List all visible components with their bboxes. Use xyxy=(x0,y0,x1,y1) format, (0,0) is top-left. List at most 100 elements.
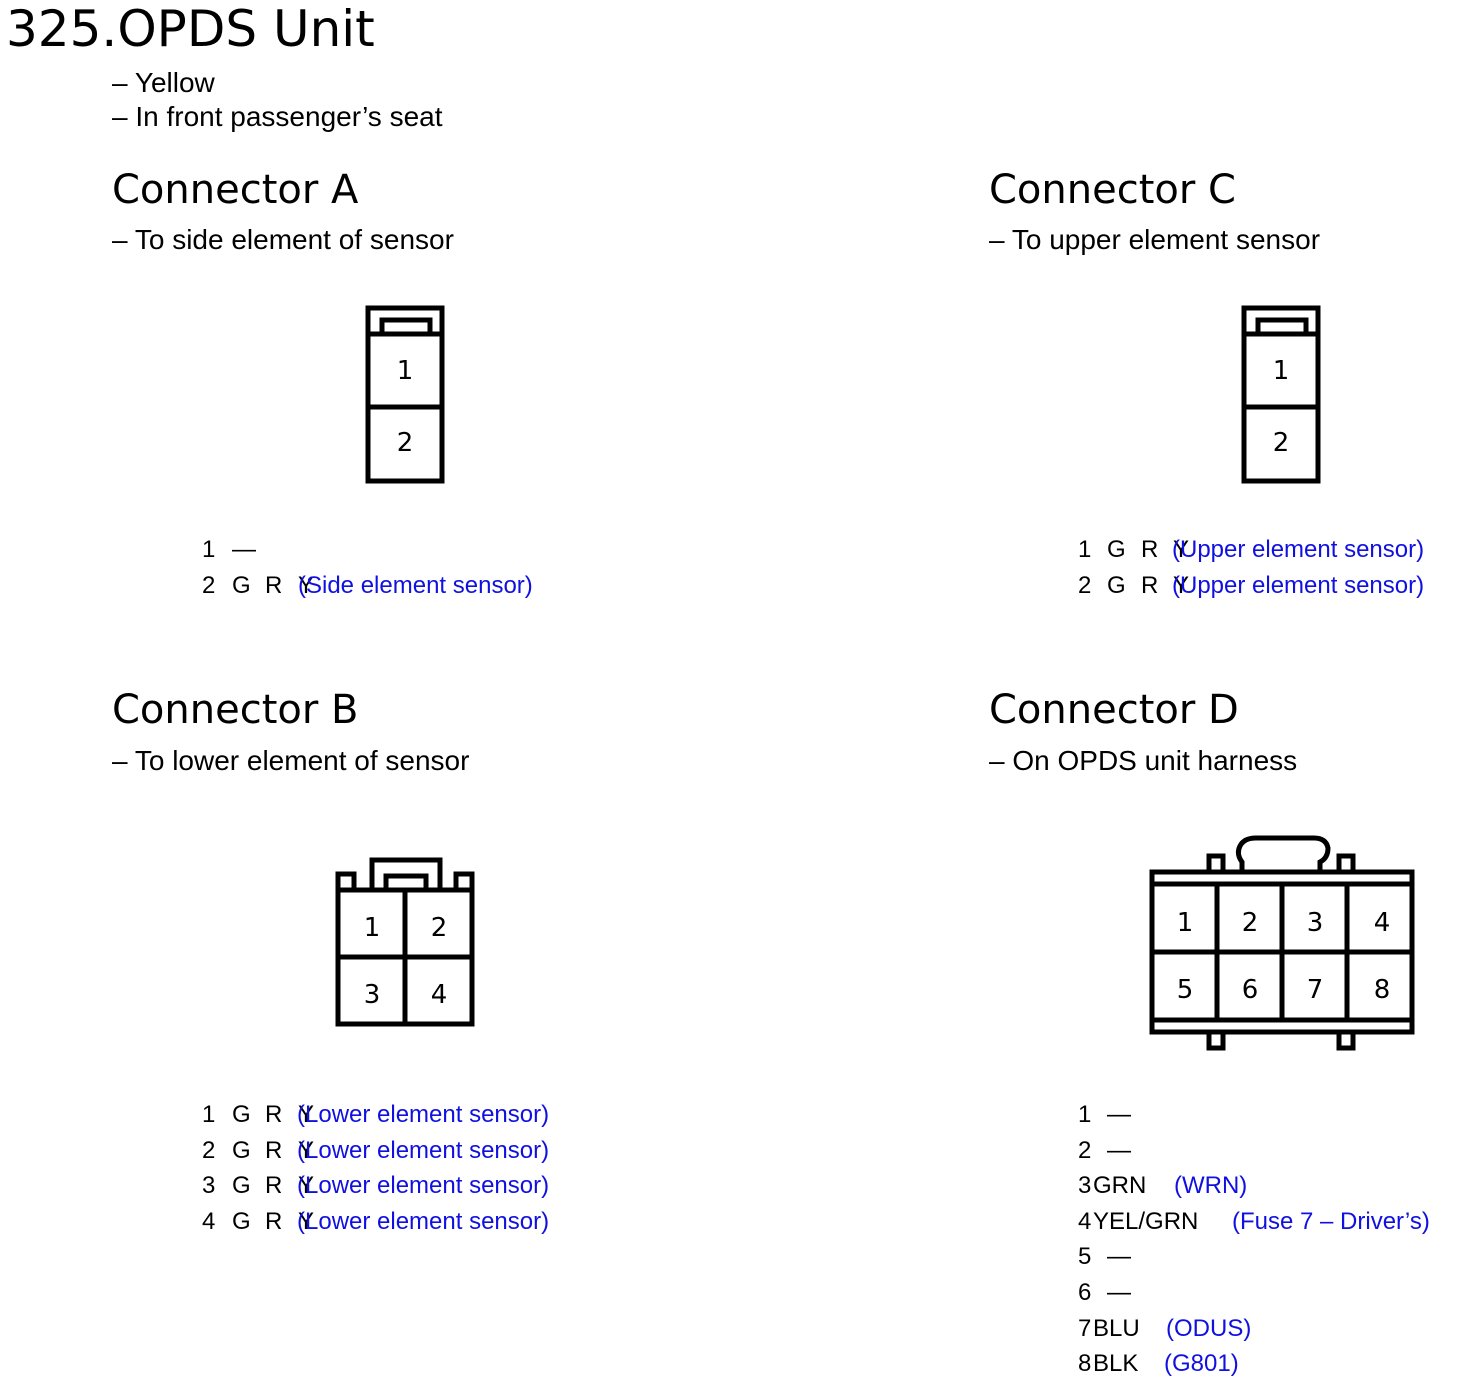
pin-wire: Y xyxy=(298,571,315,599)
connector-b-desc: – To lower element of sensor xyxy=(112,745,470,776)
pin-number: 2 xyxy=(202,571,216,599)
cavity-label: 2 xyxy=(431,913,448,943)
connector-d-desc: – On OPDS unit harness xyxy=(989,745,1298,776)
pin-number: 2 xyxy=(1078,1136,1092,1164)
connector-d-pin-list: 1 — 2 — 3 GRN (WRN) 4 YEL/GRN (Fuse 7 – … xyxy=(1078,1097,1456,1382)
pin-wire: BLK xyxy=(1093,1350,1139,1378)
pin-note: (Lower element sensor) xyxy=(297,1172,550,1200)
connector-c-diagram: 1 2 xyxy=(1241,305,1321,484)
cavity-label: 1 xyxy=(364,913,381,943)
pin-row: 4 YEL/GRN (Fuse 7 – Driver’s) xyxy=(1078,1204,1456,1240)
cavity-label: 4 xyxy=(1374,908,1391,938)
pin-note: (WRN) xyxy=(1174,1172,1248,1200)
pin-wire: Y xyxy=(298,1207,315,1235)
connector-d-diagram: 1 2 3 4 5 6 7 8 xyxy=(1149,835,1415,1051)
pin-number: 3 xyxy=(202,1172,216,1200)
pin-wire: — xyxy=(1107,1136,1131,1164)
pin-row: 3 G R Y (Lower element sensor) xyxy=(202,1168,622,1204)
pin-wire: G xyxy=(1107,536,1126,563)
pin-wire: Y xyxy=(298,1172,315,1200)
pin-wire: R xyxy=(265,1207,283,1235)
pin-row: 2 G R Y (Lower element sensor) xyxy=(202,1133,622,1169)
connector-b-pin-list: 1 G R Y (Lower element sensor) 2 G R Y (… xyxy=(202,1097,622,1239)
page-title: 325.OPDS Unit xyxy=(6,0,375,58)
pin-number: 3 xyxy=(1078,1172,1092,1200)
pin-wire: G xyxy=(232,571,251,599)
pin-number: 4 xyxy=(1078,1207,1092,1235)
cavity-label: 2 xyxy=(397,428,414,458)
pin-number: 1 xyxy=(1078,1101,1092,1128)
pin-row: 8 BLK (G801) xyxy=(1078,1346,1456,1382)
pin-row: 2 G R Y (Upper element sensor) xyxy=(1078,568,1456,604)
pin-number: 8 xyxy=(1078,1350,1092,1378)
cavity-label: 1 xyxy=(1273,356,1290,386)
pin-wire: — xyxy=(1107,1278,1131,1306)
cavity-label: 7 xyxy=(1307,975,1324,1005)
pin-row: 6 — xyxy=(1078,1275,1456,1311)
pin-row: 1 G R Y (Upper element sensor) xyxy=(1078,532,1456,568)
pin-number: 4 xyxy=(202,1207,216,1235)
pin-wire: — xyxy=(1107,1101,1131,1128)
pin-wire: R xyxy=(1141,536,1159,563)
connector-c-title: Connector C xyxy=(989,167,1236,213)
pin-wire: G xyxy=(232,1172,251,1200)
connector-a-title: Connector A xyxy=(112,167,359,213)
pin-note: (ODUS) xyxy=(1166,1314,1252,1342)
pin-wire: Y xyxy=(298,1101,315,1128)
cavity-label: 1 xyxy=(397,356,414,386)
pin-row: 1 — xyxy=(202,532,622,568)
connector-d-title: Connector D xyxy=(989,687,1239,733)
pin-row: 3 GRN (WRN) xyxy=(1078,1168,1456,1204)
pin-number: 2 xyxy=(202,1136,216,1164)
cavity-label: 2 xyxy=(1242,908,1259,938)
pin-row: 2 — xyxy=(1078,1133,1456,1169)
pin-note: (Lower element sensor) xyxy=(297,1207,550,1235)
pin-row: 2 G R Y (Side element sensor) xyxy=(202,568,622,604)
pin-wire: YEL/GRN xyxy=(1093,1207,1199,1235)
pin-note: (Fuse 7 – Driver’s) xyxy=(1232,1207,1430,1235)
cavity-label: 4 xyxy=(431,980,448,1010)
pin-wire: R xyxy=(265,1172,283,1200)
pin-wire: G xyxy=(232,1101,251,1128)
cavity-label: 1 xyxy=(1177,908,1194,938)
cavity-label: 6 xyxy=(1242,975,1259,1005)
pin-wire: BLU xyxy=(1093,1314,1140,1342)
pin-number: 1 xyxy=(202,536,216,563)
pin-note: (Side element sensor) xyxy=(298,571,533,599)
pin-note: (Lower element sensor) xyxy=(297,1101,550,1128)
pin-wire: Y xyxy=(1173,536,1190,563)
pin-number: 5 xyxy=(1078,1243,1092,1271)
pin-wire: GRN xyxy=(1093,1172,1147,1200)
pin-wire: Y xyxy=(298,1136,315,1164)
pin-note: (G801) xyxy=(1164,1350,1239,1378)
pin-wire: G xyxy=(232,1136,251,1164)
pin-row: 4 G R Y (Lower element sensor) xyxy=(202,1204,622,1240)
connector-c-desc: – To upper element sensor xyxy=(989,224,1321,255)
cavity-label: 3 xyxy=(364,980,381,1010)
pin-row: 7 BLU (ODUS) xyxy=(1078,1311,1456,1347)
pin-wire: G xyxy=(1107,571,1126,599)
pin-wire: R xyxy=(265,1101,283,1128)
pin-number: 6 xyxy=(1078,1278,1092,1306)
pin-number: 2 xyxy=(1078,571,1092,599)
connector-a-diagram: 1 2 xyxy=(365,305,445,484)
pin-wire: Y xyxy=(1173,571,1190,599)
pin-wire: R xyxy=(265,1136,283,1164)
connector-a-desc: – To side element of sensor xyxy=(112,224,454,255)
cavity-label: 3 xyxy=(1307,908,1324,938)
cavity-label: 2 xyxy=(1273,428,1290,458)
connector-b-title: Connector B xyxy=(112,687,359,733)
pin-wire: R xyxy=(1141,571,1159,599)
pin-wire: — xyxy=(232,536,256,563)
pin-wire: R xyxy=(265,571,283,599)
pin-row: 1 — xyxy=(1078,1097,1456,1133)
pin-number: 1 xyxy=(1078,536,1092,563)
location-line: – In front passenger’s seat xyxy=(112,101,443,132)
pin-note: (Lower element sensor) xyxy=(297,1136,550,1164)
pin-wire: — xyxy=(1107,1243,1131,1271)
pin-wire: G xyxy=(232,1207,251,1235)
connector-b-diagram: 1 2 3 4 xyxy=(335,857,475,1027)
pin-row: 1 G R Y (Lower element sensor) xyxy=(202,1097,622,1133)
connector-c-pin-list: 1 G R Y (Upper element sensor) 2 G R Y (… xyxy=(1078,532,1456,603)
cavity-label: 8 xyxy=(1374,975,1391,1005)
